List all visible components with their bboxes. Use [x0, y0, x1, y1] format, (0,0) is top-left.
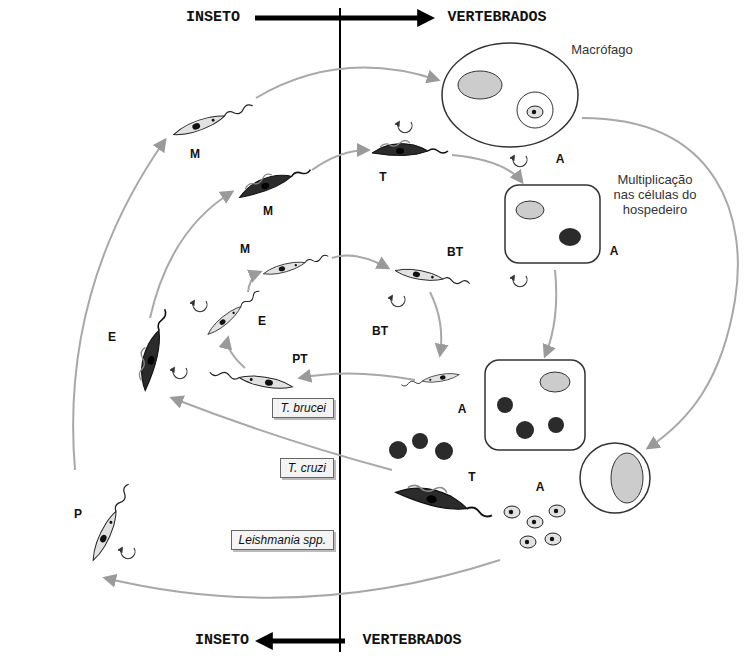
stage-letter: BT [372, 325, 388, 339]
species-name: Leishmania spp. [239, 533, 326, 547]
amastigote [527, 106, 543, 118]
trypomastigote [395, 477, 496, 521]
released-amastigotes [389, 433, 453, 460]
stage-letter: P [74, 508, 82, 522]
host-heading: INSETO [186, 9, 240, 26]
cycle-arrow [582, 118, 738, 448]
trypomastigote [235, 160, 312, 200]
macrophage-cell [442, 43, 578, 147]
multiplication-symbol [121, 548, 135, 559]
cycle-arrow [150, 192, 232, 318]
multiplication-symbol [391, 296, 405, 307]
stage-letter: E [108, 331, 116, 345]
multiplication-symbol [513, 276, 527, 287]
process-note: Multiplicação nas células do hospedeiro [607, 173, 703, 218]
cycle-arrow [545, 270, 556, 356]
amastigote [527, 516, 543, 528]
cycle-arrow [228, 338, 245, 368]
divider-line [339, 8, 341, 652]
host-cell [485, 360, 585, 450]
species-box: T. brucei [272, 398, 334, 418]
host-heading: INSETO [195, 632, 249, 649]
amastigote [504, 506, 520, 518]
bloodstream-form [401, 371, 460, 388]
multiplication-symbol [513, 156, 527, 167]
stage-letter: BT [447, 246, 463, 260]
multiplication-symbol [173, 368, 187, 379]
multiplication-symbol [398, 122, 412, 133]
promastigote [172, 101, 254, 139]
stage-letter: A [610, 245, 619, 259]
epimastigote [132, 306, 170, 391]
cycle-arrow [300, 373, 415, 380]
species-name: T. cruzi [288, 461, 326, 475]
cycle-arrow [452, 155, 522, 182]
amastigote [549, 505, 565, 517]
host-heading: VERTEBRADOS [362, 632, 461, 649]
stage-letter: A [536, 481, 545, 495]
trypomastigote [372, 141, 448, 156]
amastigote [497, 397, 513, 413]
bloodstream-form [394, 266, 470, 288]
direction-arrow [262, 639, 345, 644]
cell-label: Macrófago [571, 43, 632, 58]
stage-letter: T [379, 171, 386, 185]
amastigote [412, 433, 428, 449]
cycle-arrow [312, 150, 368, 170]
cell-nucleus [611, 453, 643, 503]
species-box: Leishmania spp. [231, 530, 334, 550]
amastigote [435, 442, 453, 460]
stage-letter: A [458, 403, 467, 417]
cell-membrane [505, 185, 600, 263]
host-cell [505, 185, 600, 263]
cycle-arrow [256, 68, 438, 98]
epimastigote [205, 288, 262, 337]
vacuole [517, 92, 553, 128]
stage-letter: E [258, 315, 266, 329]
cell-nucleus [540, 372, 570, 392]
host-heading: VERTEBRADOS [447, 9, 546, 26]
macrophage-cell [504, 443, 650, 548]
cell-nucleus [516, 201, 544, 219]
stage-letter: M [190, 148, 200, 162]
cycle-arrow [248, 272, 260, 292]
cycle-arrow [105, 560, 500, 598]
species-name: T. brucei [280, 401, 326, 415]
cycle-arrow [332, 256, 388, 268]
cell-nucleus [458, 71, 502, 99]
procyclic-form [209, 367, 293, 391]
amastigote [389, 441, 407, 459]
cycle-arrow [430, 292, 441, 355]
cell-membrane [580, 443, 650, 513]
stage-letter: M [240, 243, 250, 257]
stage-letter: A [556, 153, 565, 167]
macrophage-membrane [442, 43, 578, 147]
amastigote [559, 228, 581, 246]
cycle-arrow [73, 140, 165, 470]
amastigote [520, 536, 536, 548]
cell-membrane [485, 360, 585, 450]
promastigote [89, 482, 133, 562]
amastigote [516, 421, 534, 439]
multiplication-symbol [193, 301, 207, 312]
stage-letter: T [468, 471, 475, 485]
trypomastigote [262, 253, 329, 278]
direction-arrow [255, 16, 428, 21]
amastigote [545, 533, 561, 545]
amastigote [548, 417, 564, 433]
cycle-arrows [73, 68, 738, 598]
species-box: T. cruzi [280, 458, 334, 478]
stage-letter: M [263, 205, 273, 219]
stage-letter: PT [292, 353, 307, 367]
